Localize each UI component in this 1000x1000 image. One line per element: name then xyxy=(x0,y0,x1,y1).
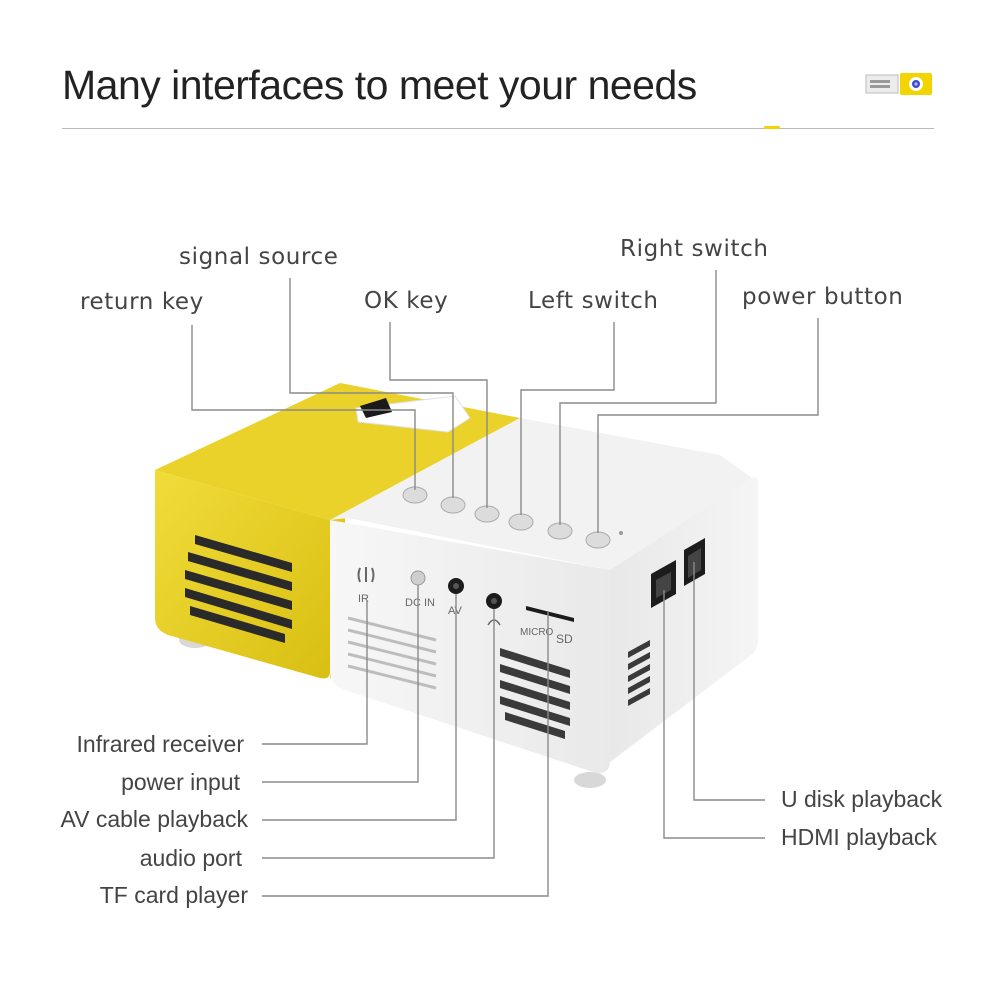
foot xyxy=(574,772,606,788)
front-grill xyxy=(347,616,437,690)
dc-in-port xyxy=(410,570,426,586)
callout-signal-source: signal source xyxy=(179,244,339,270)
ir-sensor-icon xyxy=(357,567,375,583)
callout-right-switch: Right switch xyxy=(620,236,769,262)
dc-in-label: DC IN xyxy=(405,597,435,609)
lens-opening xyxy=(360,398,392,418)
side-vent-slots xyxy=(628,640,650,706)
page-title: Many interfaces to meet your needs xyxy=(62,62,697,108)
callout-return-key: return key xyxy=(80,289,204,315)
white-top xyxy=(330,418,752,570)
projector-thumbnail-icon xyxy=(864,71,934,97)
callout-audio-port: audio port xyxy=(139,845,242,871)
yellow-vents xyxy=(185,535,292,643)
title-divider xyxy=(62,128,934,129)
top-buttons xyxy=(402,486,623,549)
callout-av-cable-playback: AV cable playback xyxy=(60,806,248,832)
front-vent-slots xyxy=(500,648,570,739)
callout-tf-card-player: TF card player xyxy=(99,882,248,908)
callout-power-button: power button xyxy=(742,284,904,310)
callout-infrared-receiver: Infrared receiver xyxy=(76,731,244,757)
callout-lines xyxy=(191,270,819,897)
sd-label: SD xyxy=(556,632,573,646)
av-label: AV xyxy=(448,605,463,617)
callout-power-input: power input xyxy=(121,769,240,795)
callout-u-disk-playback: U disk playback xyxy=(781,786,943,812)
ir-label: IR xyxy=(358,593,369,605)
micro-label: MICRO xyxy=(520,627,554,638)
callout-ok-key: OK key xyxy=(364,288,449,314)
callout-hdmi-playback: HDMI playback xyxy=(781,824,937,850)
tf-card-slot xyxy=(526,606,574,622)
divider-accent xyxy=(764,126,780,129)
callout-left-switch: Left switch xyxy=(528,288,659,314)
